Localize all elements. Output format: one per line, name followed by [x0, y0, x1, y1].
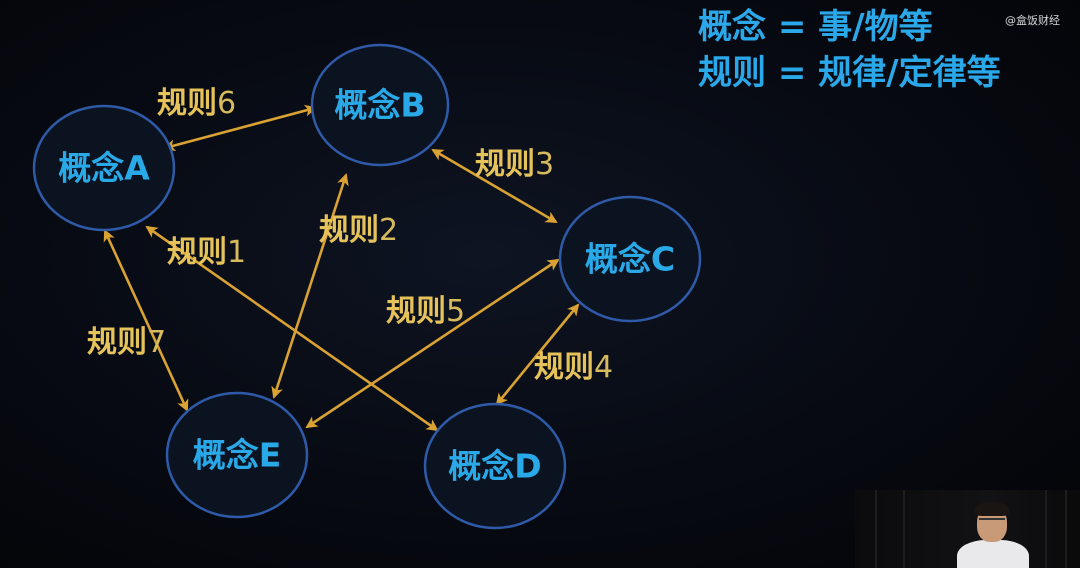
- rule-label-3: 规则3: [475, 147, 554, 182]
- rule-label-5: 规则5: [386, 294, 465, 329]
- watermark: @盒饭财经: [1005, 14, 1060, 27]
- arrow-rule-5: [305, 258, 560, 429]
- background-stripe: [875, 490, 877, 568]
- arrow-rule-1: [145, 225, 439, 432]
- rule-label-6: 规则6: [157, 86, 236, 121]
- node-concept-e: 概念E: [165, 391, 309, 519]
- legend-line-concept: 概念 = 事/物等: [698, 7, 933, 47]
- node-concept-c: 概念C: [558, 195, 702, 323]
- node-concept-d: 概念D: [423, 402, 567, 530]
- arrow-rule-2: [271, 173, 349, 399]
- arrow-rule-3: [431, 148, 558, 224]
- rule-label-2: 规则2: [319, 213, 398, 248]
- presenter-shirt: [957, 540, 1029, 568]
- presenter-glasses: [979, 518, 1005, 526]
- presenter-video-inset: [855, 490, 1080, 568]
- background-stripe: [1065, 490, 1067, 568]
- arrow-rule-7: [103, 229, 189, 412]
- background-stripe: [903, 490, 905, 568]
- node-concept-b: 概念B: [310, 43, 450, 167]
- definitions-legend: 概念 = 事/物等 规则 = 规律/定律等: [698, 4, 1001, 96]
- rule-label-1: 规则1: [167, 235, 246, 270]
- arrow-rule-6: [163, 104, 317, 152]
- presenter-hair: [975, 502, 1009, 516]
- legend-line-rule: 规则 = 规律/定律等: [698, 53, 1001, 93]
- node-label-d: 概念D: [448, 447, 541, 486]
- node-label-b: 概念B: [334, 86, 425, 125]
- rule-label-4: 规则4: [534, 350, 613, 385]
- node-concept-a: 概念A: [32, 104, 176, 232]
- rule-label-7: 规则7: [87, 325, 166, 360]
- node-label-a: 概念A: [58, 149, 150, 188]
- node-label-c: 概念C: [585, 240, 675, 279]
- node-label-e: 概念E: [193, 436, 282, 475]
- background-stripe: [1045, 490, 1047, 568]
